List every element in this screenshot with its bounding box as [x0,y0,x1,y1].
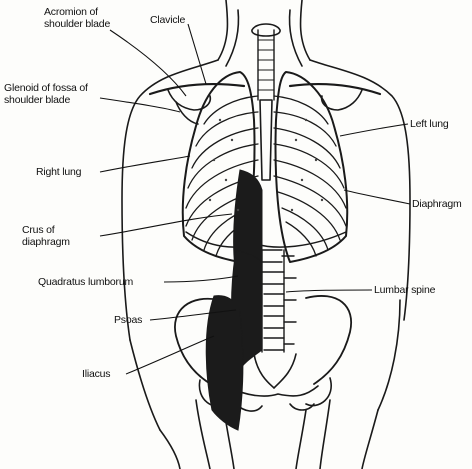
clavicle-left [150,84,244,94]
leader-lumbar-spine [286,290,372,292]
label-iliacus: Iliacus [82,368,110,380]
acromion-left [168,90,210,110]
leader-quadratus [164,276,238,282]
label-glenoid-line2: shoulder blade [4,94,88,106]
leader-acromion [110,30,186,96]
label-psoas: Psoas [114,314,142,326]
femur-left [196,400,210,469]
neck-outline-right [300,0,310,60]
leader-left-lung [340,124,408,136]
thigh-outline-left [160,430,180,469]
label-acromion-line1: Acromion of [44,6,110,18]
clavicle-right [290,84,380,94]
label-quadratus-lumborum: Quadratus lumborum [38,276,133,288]
label-clavicle: Clavicle [150,14,185,26]
sternum [260,100,272,180]
leader-crus [100,214,232,236]
label-crus-line1: Crus of [22,224,70,236]
thigh-outline-right [362,410,378,469]
right-side-torso [378,300,400,410]
ribs-left-side [274,96,346,256]
leader-clavicle [188,24,206,84]
label-left-lung: Left lung [410,118,448,130]
iliacus-muscle [206,296,243,430]
trachea-rings [258,40,274,90]
iliac-crest-right [306,296,351,384]
label-acromion-line2: shoulder blade [44,18,110,30]
neck-outline-left [218,0,228,60]
femur-right-inner [296,410,306,469]
label-crus-line2: diaphragm [22,236,70,248]
left-side-torso [130,340,160,430]
thyroid-cartilage [252,24,280,36]
left-lung-outline [276,72,348,262]
leader-glenoid [100,98,180,112]
leader-iliacus [126,336,214,374]
sacrum [254,354,296,388]
label-crus: Crus of diaphragm [22,224,70,248]
right-shoulder-outline [310,60,410,320]
lumbar-spine-drawing [262,250,296,352]
lung-texture [209,119,323,211]
label-lumbar-spine: Lumbar spine [374,284,435,296]
label-glenoid-line1: Glenoid of fossa of [4,82,88,94]
leader-right-lung [100,156,190,172]
label-diaphragm: Diaphragm [412,198,462,210]
label-acromion: Acromion of shoulder blade [44,6,110,30]
diaphragm-line [186,232,346,247]
label-right-lung: Right lung [36,166,81,178]
leader-diaphragm [344,190,410,204]
label-glenoid: Glenoid of fossa of shoulder blade [4,82,88,106]
femur-right [320,400,330,469]
